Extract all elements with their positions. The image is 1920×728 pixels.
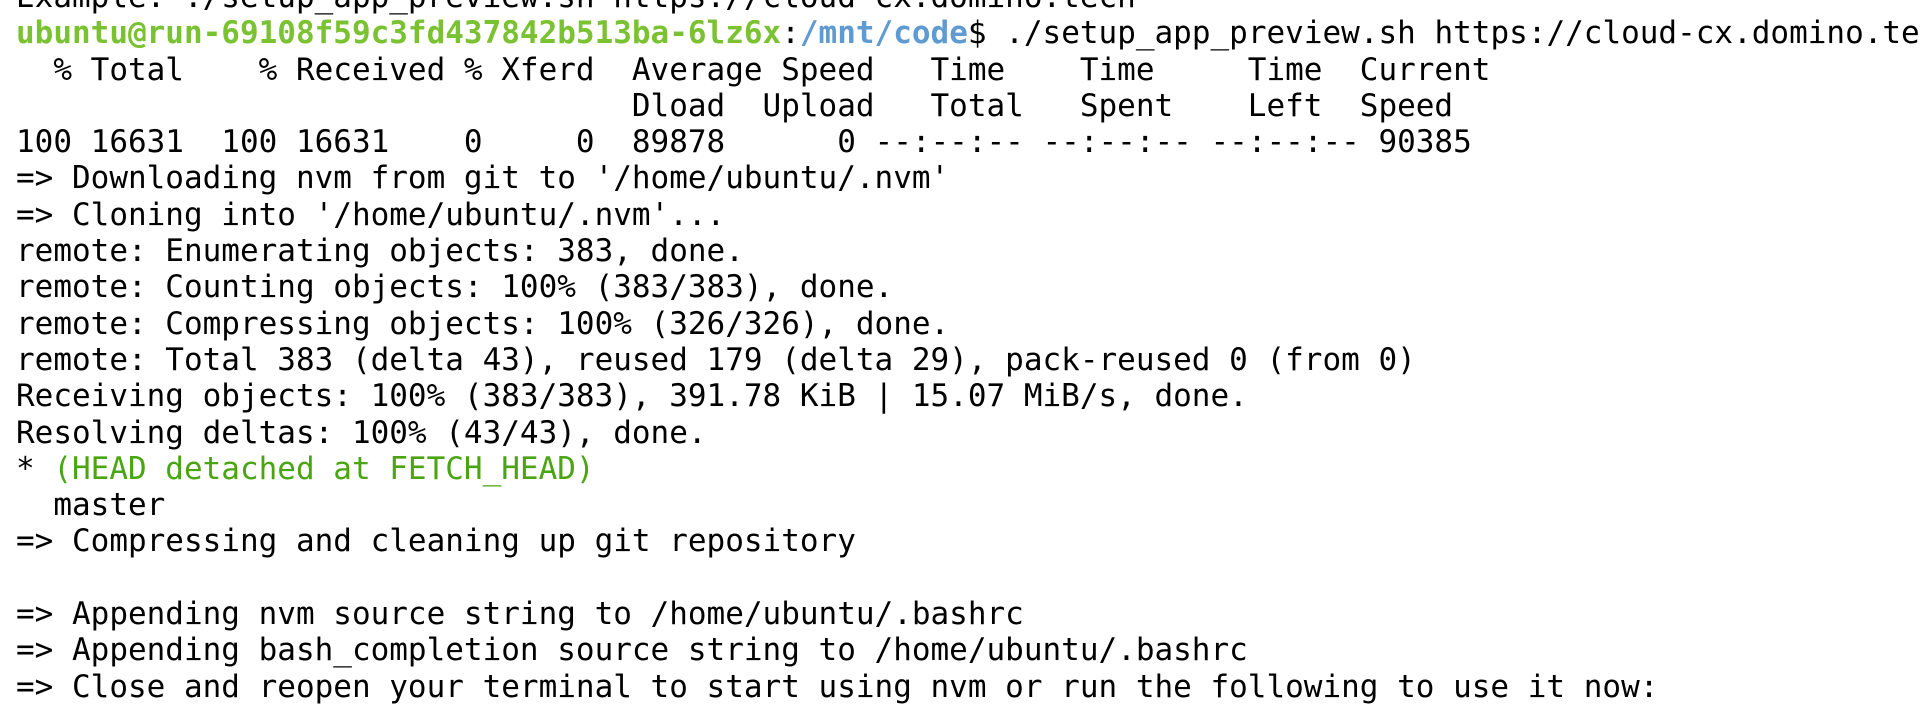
output-line: remote: Enumerating objects: 383, done. xyxy=(16,233,744,270)
prompt-user-host: ubuntu@run-69108f59c3fd437842b513ba-6lz6… xyxy=(16,15,782,52)
output-line: => Appending bash_completion source stri… xyxy=(16,632,1248,669)
output-line: remote: Total 383 (delta 43), reused 179… xyxy=(16,341,1416,378)
branch-star: * xyxy=(16,450,54,487)
prompt-separator: : xyxy=(781,15,800,52)
branch-detached-label: (HEAD detached at FETCH_HEAD) xyxy=(53,450,595,487)
output-line: => Close and reopen your terminal to sta… xyxy=(16,668,1659,705)
curl-progress-line: 100 16631 100 16631 0 0 89878 0 --:--:--… xyxy=(16,124,1472,161)
output-line: Resolving deltas: 100% (43/43), done. xyxy=(16,414,707,451)
output-line: => Downloading nvm from git to '/home/ub… xyxy=(16,160,950,197)
prompt-command: ./setup_app_preview.sh https://cloud-cx.… xyxy=(986,15,1920,52)
output-line: remote: Compressing objects: 100% (326/3… xyxy=(16,305,950,342)
output-line: => Cloning into '/home/ubuntu/.nvm'... xyxy=(16,196,726,233)
prompt-path: /mnt/code xyxy=(799,15,968,52)
example-usage-line: Example: ./setup_app_preview.sh https://… xyxy=(16,0,1920,15)
output-line: remote: Counting objects: 100% (383/383)… xyxy=(16,269,894,306)
curl-header-line-1: % Total % Received % Xferd Average Speed… xyxy=(16,51,1491,88)
output-line: Receiving objects: 100% (383/383), 391.7… xyxy=(16,378,1248,415)
prompt-symbol: $ xyxy=(967,15,987,52)
curl-header-line-2: Dload Upload Total Spent Left Speed xyxy=(16,87,1454,124)
command-prompt-line: ubuntu@run-69108f59c3fd437842b513ba-6lz6… xyxy=(16,15,1920,51)
blank-line xyxy=(16,560,1920,596)
output-line: => Appending nvm source string to /home/… xyxy=(16,596,1024,633)
compress-line: => Compressing and cleaning up git repos… xyxy=(16,523,856,560)
branch-detached-line: * (HEAD detached at FETCH_HEAD) xyxy=(16,451,1920,487)
branch-master-line: master xyxy=(16,487,166,524)
terminal-output: Example: ./setup_app_preview.sh https://… xyxy=(16,0,1920,705)
